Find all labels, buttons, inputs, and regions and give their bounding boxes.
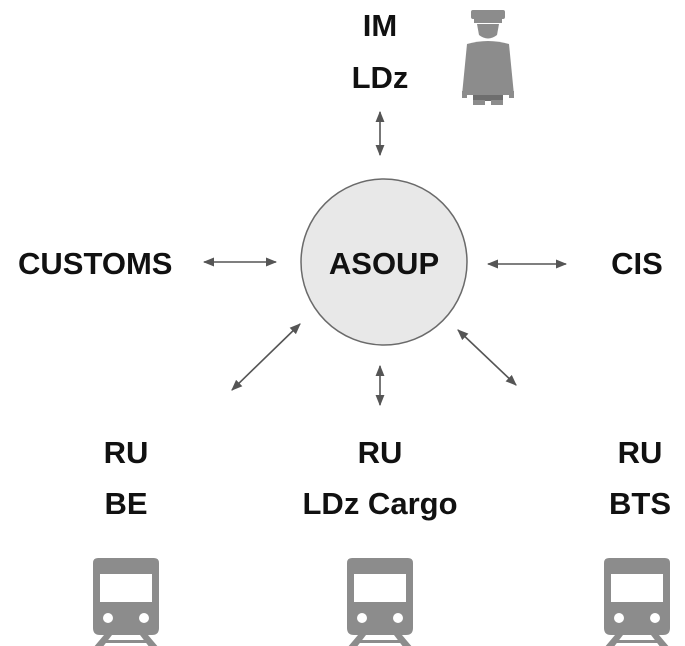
train-icon — [604, 558, 670, 646]
arrow-asoup-ru-bts — [457, 329, 517, 386]
asoup-node-label: ASOUP — [329, 246, 439, 281]
im-label-line2: LDz — [351, 60, 409, 95]
ru-be-label-line2: BE — [104, 486, 148, 521]
train-icon — [93, 558, 159, 646]
train-icon — [347, 558, 413, 646]
asoup-node-circle — [300, 178, 468, 346]
cis-label: CIS — [611, 246, 663, 281]
conductor-person-icon — [462, 10, 514, 105]
im-label-line1: IM — [362, 8, 398, 43]
ru-bts-label-line2: BTS — [609, 486, 671, 521]
ru-ldz-label-line1: RU — [357, 435, 403, 470]
ru-bts-label-line1: RU — [617, 435, 663, 470]
ru-be-label-line1: RU — [103, 435, 149, 470]
ru-ldz-label-line2: LDz Cargo — [302, 486, 458, 521]
customs-label: CUSTOMS — [18, 246, 173, 281]
arrow-asoup-ru-be — [231, 323, 301, 391]
